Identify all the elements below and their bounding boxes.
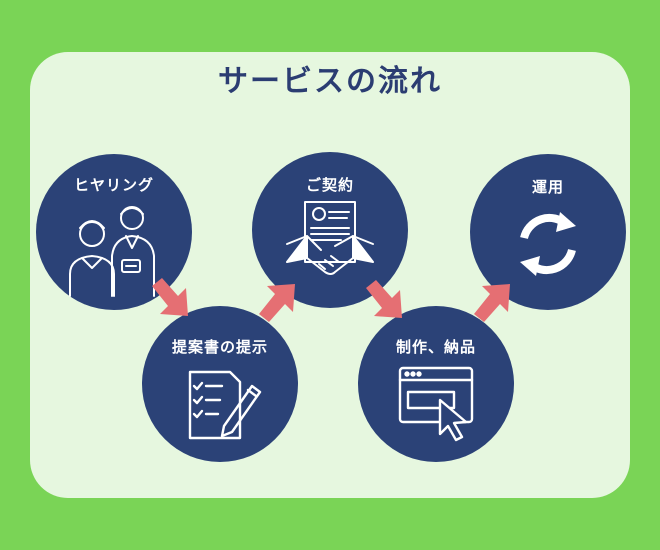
step-label: 提案書の提示 — [142, 336, 298, 357]
browser-cursor-icon — [396, 366, 480, 446]
arrow-up-right-2 — [470, 278, 520, 322]
step-label: 制作、納品 — [358, 336, 514, 357]
step-label: 運用 — [470, 176, 626, 197]
refresh-icon — [508, 204, 588, 284]
page-title: サービスの流れ — [0, 56, 660, 100]
arrow-up-right-1 — [255, 278, 305, 322]
step-proposal: 提案書の提示 — [142, 306, 298, 462]
step-label: ヒヤリング — [36, 174, 192, 195]
arrow-down-right-1 — [148, 278, 198, 322]
document-pen-icon — [184, 368, 264, 442]
step-label: ご契約 — [252, 174, 408, 195]
step-production-delivery: 制作、納品 — [358, 306, 514, 462]
arrow-down-right-2 — [362, 280, 412, 324]
